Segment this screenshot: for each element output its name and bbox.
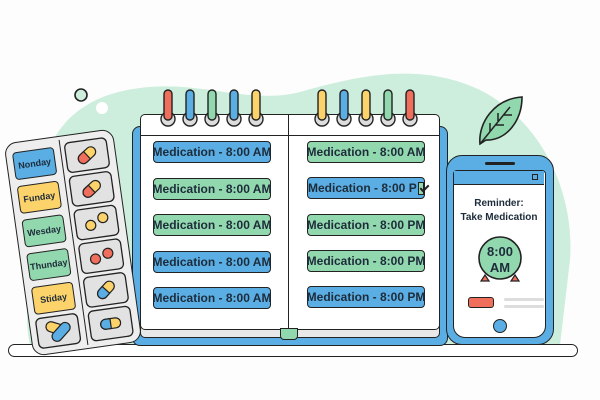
capsule-icon	[77, 146, 97, 165]
pill-compartments	[35, 137, 134, 349]
schedule-entry-label: Medication - 8:00 P	[308, 181, 417, 195]
reminder-title: Reminder:	[474, 198, 524, 209]
schedule-entry[interactable]: Medication - 8:00 AM	[153, 178, 271, 200]
smartphone: Reminder: Take Medication 8:00 AM	[446, 155, 554, 345]
alarm-clock-icon	[478, 236, 522, 282]
schedule-entry[interactable]: Medication - 8:00 AM	[153, 251, 271, 273]
tablet-icon	[85, 219, 97, 231]
schedule-entry[interactable]: Medication - 8:00 PM	[307, 214, 425, 236]
home-button[interactable]	[493, 319, 507, 333]
decorative-circle-icon	[74, 88, 88, 102]
decorative-dot-icon	[96, 102, 108, 114]
schedule-entry[interactable]: Medication - 8:00 AM	[153, 214, 271, 236]
placeholder-line	[504, 298, 544, 301]
alarm-time: 8:00	[486, 244, 514, 259]
status-icon	[532, 174, 538, 180]
tablet-icon	[89, 253, 102, 265]
placeholder-line	[504, 305, 544, 308]
schedule-entry[interactable]: Medication - 8:00 PM	[307, 250, 425, 272]
schedule-entry[interactable]: Medication - 8:00 AM	[153, 287, 271, 309]
phone-speaker	[485, 162, 515, 165]
alarm-period: AM	[489, 260, 511, 275]
schedule-entry[interactable]: Medication - 8:00 PM	[307, 286, 425, 308]
capsule-icon	[82, 179, 101, 198]
dismiss-button[interactable]	[468, 297, 494, 308]
pill-organizer: Nonday Funday Wesday Thunday Stiday	[3, 128, 143, 357]
capsule-icon	[100, 317, 122, 330]
schedule-entry[interactable]: Medication - 8:00 AM	[307, 141, 425, 163]
leaf-icon	[479, 96, 523, 146]
tablet-icon	[97, 212, 109, 224]
status-bar	[454, 171, 544, 185]
capsule-icon	[51, 321, 71, 342]
bookmark-tab	[280, 328, 298, 340]
capsule-icon	[96, 280, 115, 300]
checkbox-checked-icon[interactable]	[417, 181, 424, 195]
tablet-icon	[102, 247, 114, 259]
spiral-rings	[160, 89, 418, 127]
schedule-entry[interactable]: Medication - 8:00 AM	[153, 141, 271, 163]
phone-screen: Reminder: Take Medication 8:00 AM	[453, 170, 546, 338]
reminder-message: Take Medication	[460, 212, 538, 223]
schedule-entry-checked[interactable]: Medication - 8:00 P	[307, 177, 425, 199]
